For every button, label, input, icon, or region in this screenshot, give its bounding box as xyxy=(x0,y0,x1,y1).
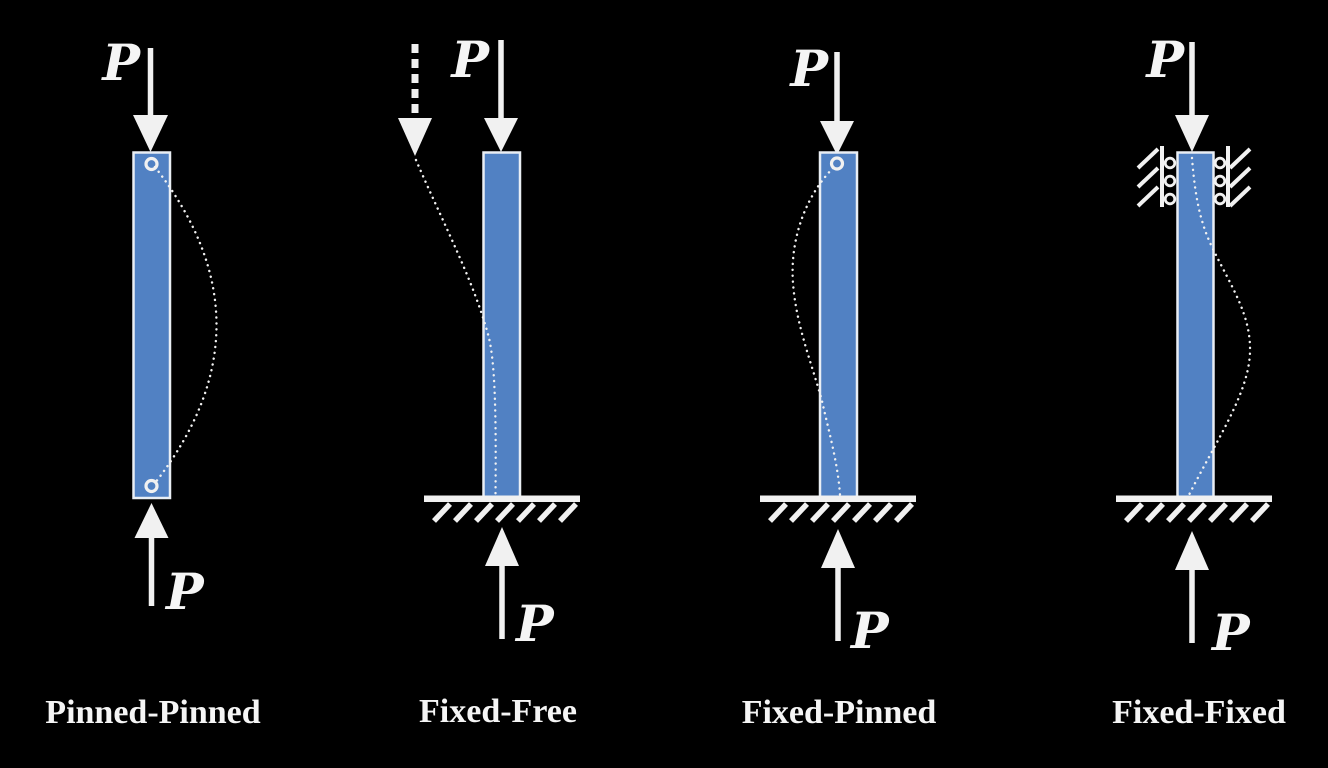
guided-support-left-icon xyxy=(1136,146,1177,208)
figure-pinned-pinned: P P Pinned-Pinned xyxy=(45,33,260,731)
ground-icon xyxy=(760,495,916,523)
column xyxy=(132,151,172,500)
pin-bottom-icon xyxy=(144,478,159,494)
load-arrow-up-icon xyxy=(1175,531,1209,643)
load-arrow-down-icon xyxy=(133,48,168,152)
load-label-bottom: P xyxy=(514,594,555,653)
buckled-shape xyxy=(791,166,842,497)
load-label-bottom: P xyxy=(164,562,205,621)
load-arrow-down-icon xyxy=(484,40,518,152)
load-arrow-up-icon xyxy=(134,503,169,606)
figure-fixed-fixed: P P Fixed-Fixed xyxy=(1112,30,1286,731)
load-label-bottom: P xyxy=(849,601,890,660)
column xyxy=(1176,151,1215,500)
figure-fixed-free: P P Fixed-Free xyxy=(398,30,580,730)
figure-caption: Fixed-Fixed xyxy=(1112,694,1286,731)
ground-icon xyxy=(1116,495,1272,523)
load-arrow-down-icon xyxy=(820,52,854,155)
figure-caption: Pinned-Pinned xyxy=(45,694,260,731)
buckled-shape xyxy=(153,165,218,485)
load-label-top: P xyxy=(788,39,829,98)
column xyxy=(818,151,859,500)
load-arrow-up-icon xyxy=(821,529,855,641)
buckled-shape xyxy=(414,158,497,497)
load-label-bottom: P xyxy=(1210,603,1251,662)
load-label-top: P xyxy=(1144,30,1185,89)
ground-icon xyxy=(424,495,580,523)
load-label-top: P xyxy=(100,33,141,92)
figure-caption: Fixed-Free xyxy=(419,693,577,730)
deflected-load-arrow-icon xyxy=(398,44,432,156)
figure-fixed-pinned: P P Fixed-Pinned xyxy=(742,39,937,731)
guided-support-right-icon xyxy=(1213,146,1252,208)
pin-top-icon xyxy=(829,156,845,171)
load-arrow-up-icon xyxy=(485,527,519,639)
load-arrow-down-icon xyxy=(1175,42,1209,152)
pin-top-icon xyxy=(144,156,159,172)
load-label-top: P xyxy=(449,30,490,89)
buckled-shape xyxy=(1187,156,1252,497)
column xyxy=(482,151,522,500)
figure-caption: Fixed-Pinned xyxy=(742,694,937,731)
